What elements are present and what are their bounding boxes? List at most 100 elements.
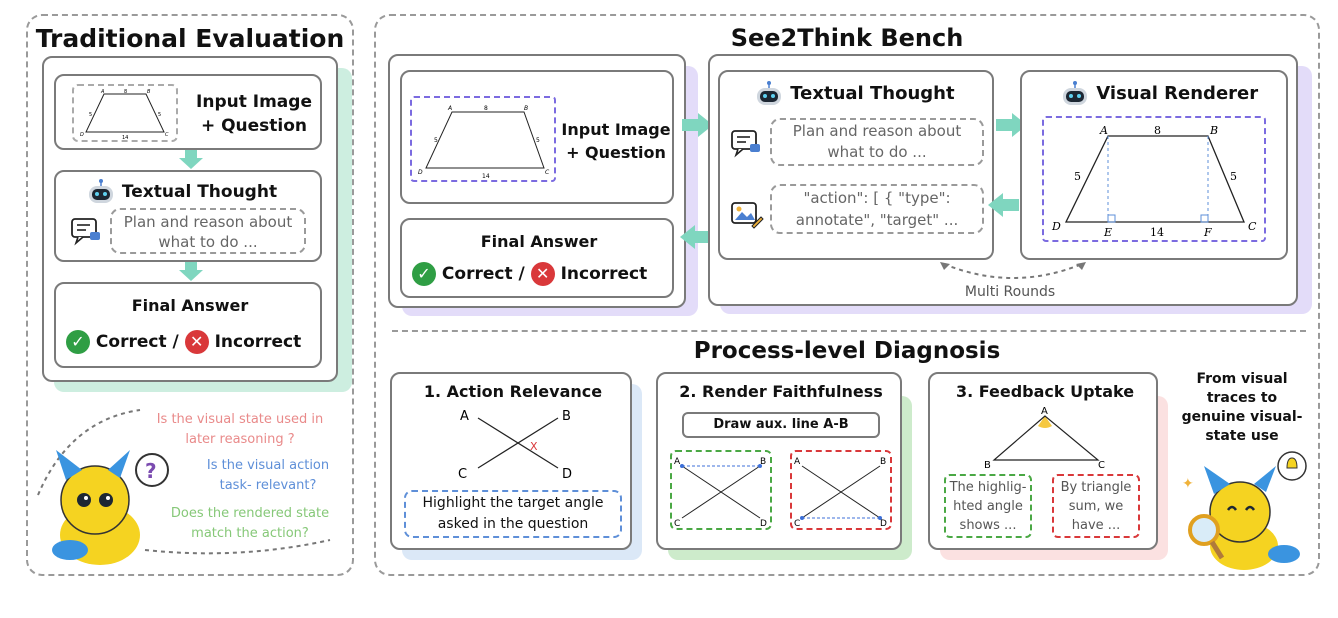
left-question-3: Does the rendered state match the action… bbox=[150, 504, 350, 544]
render-correct-diagram: A B C D bbox=[674, 457, 767, 528]
relevance-label-b: B bbox=[562, 409, 571, 424]
bench-plan-box: Plan and reason about what to do ... bbox=[770, 118, 984, 166]
left-input-label: Input Image + Question bbox=[186, 90, 322, 138]
render-ok-label-c: C bbox=[674, 519, 680, 528]
left-plan-line1: Plan and reason about bbox=[123, 213, 293, 231]
left-input-line1: Input Image bbox=[196, 92, 312, 112]
feedback-good-line3: shows ... bbox=[959, 518, 1017, 533]
question-3-line2: match the action? bbox=[191, 526, 309, 541]
side-caption-line1: From visual bbox=[1196, 371, 1288, 387]
bench-input-label: Input Image + Question bbox=[558, 118, 674, 164]
render-wrong-example: A B C D bbox=[790, 450, 892, 530]
bench-thumb-d: D bbox=[418, 169, 423, 176]
render-label-e: E bbox=[1103, 226, 1112, 239]
bench-incorrect-label: Incorrect bbox=[560, 264, 648, 284]
question-2-line2: task- relevant? bbox=[219, 478, 317, 493]
fox-mascot-magnifier-icon: ✦ bbox=[1182, 451, 1307, 570]
check-icon: ✓ bbox=[412, 262, 436, 286]
render-label-right: 5 bbox=[1230, 170, 1237, 183]
relevance-instruction-box: Highlight the target angle asked in the … bbox=[404, 490, 622, 538]
render-label-a: A bbox=[1099, 124, 1108, 137]
left-down-arrow-2 bbox=[179, 262, 203, 281]
bench-correct-label: Correct / bbox=[441, 264, 525, 284]
bench-thumb-c: C bbox=[545, 169, 550, 176]
bench-plan-line1: Plan and reason about bbox=[792, 122, 962, 140]
render-instruction-box: Draw aux. line A-B bbox=[682, 412, 880, 438]
question-3-line1: Does the rendered state bbox=[170, 506, 330, 521]
image-edit-icon bbox=[731, 202, 764, 229]
bench-action-line1: "action": [ { "type": bbox=[803, 189, 951, 207]
render-label-top: 8 bbox=[1154, 124, 1161, 137]
bench-thumb-top: 8 bbox=[484, 105, 488, 112]
multi-rounds-label: Multi Rounds bbox=[964, 284, 1056, 300]
side-caption-line3: genuine visual- bbox=[1181, 409, 1303, 425]
feedback-good-line2: hted angle bbox=[953, 499, 1023, 514]
relevance-label-d: D bbox=[562, 467, 572, 482]
question-1-line1: Is the visual state used in bbox=[156, 412, 324, 427]
relevance-instruction-line1: Highlight the target angle bbox=[422, 495, 604, 511]
bench-action-box: "action": [ { "type": annotate", "target… bbox=[770, 184, 984, 234]
render-label-c: C bbox=[1248, 220, 1257, 233]
render-ok-label-d: D bbox=[760, 519, 767, 528]
traditional-evaluation-panel bbox=[26, 14, 354, 576]
left-thought-card: Textual Thought Plan and reason about wh… bbox=[54, 170, 322, 262]
feedback-bad-line1: By triangle bbox=[1060, 480, 1132, 495]
cross-icon: ✕ bbox=[184, 330, 209, 354]
dashed-trail bbox=[144, 539, 331, 555]
left-input-line2: + Question bbox=[200, 116, 308, 136]
side-caption-line2: traces to bbox=[1206, 390, 1278, 406]
rendered-trapezoid-diagram: A B C D E F 8 5 5 14 bbox=[1051, 124, 1257, 239]
render-label-left: 5 bbox=[1074, 170, 1081, 183]
robot-icon bbox=[757, 81, 781, 105]
thumb-label-b: B bbox=[147, 89, 151, 95]
thumb-label-left: 5 bbox=[89, 112, 92, 118]
question-1-line2: later reasoning ? bbox=[185, 432, 295, 447]
thumb-label-top: 8 bbox=[124, 89, 127, 95]
multi-rounds-curve bbox=[940, 262, 1086, 279]
right-arrow-to-thought bbox=[682, 113, 713, 137]
left-question-2: Is the visual action task- relevant? bbox=[168, 456, 368, 496]
feedback-bad-box: By triangle sum, we have ... bbox=[1052, 474, 1140, 538]
render-correct-example: A B C D bbox=[670, 450, 772, 530]
chat-bubble-icon bbox=[71, 218, 100, 246]
robot-icon bbox=[89, 179, 113, 203]
feedback-bad-line2: sum, we bbox=[1068, 499, 1124, 514]
bench-thought-card: Textual Thought Plan and reason about wh… bbox=[718, 70, 994, 260]
left-result-row: ✓ Correct / ✕ Incorrect bbox=[66, 330, 322, 354]
render-label-b: B bbox=[1209, 124, 1218, 137]
bench-action-line2: annotate", "target" ... bbox=[795, 211, 959, 229]
left-plan-line2: what to do ... bbox=[158, 233, 258, 251]
left-trapezoid-thumb: A B C D 8 5 5 14 bbox=[72, 84, 178, 142]
right-arrow-to-renderer bbox=[996, 113, 1027, 137]
traditional-evaluation-title: Traditional Evaluation bbox=[35, 24, 345, 53]
see2think-panel bbox=[374, 14, 1320, 576]
robot-icon bbox=[1063, 81, 1087, 105]
render-label-d: D bbox=[1051, 220, 1061, 233]
feedback-uptake-card: 3. Feedback Uptake A B C The highlig- ht… bbox=[928, 372, 1158, 550]
see2think-title: See2Think Bench bbox=[730, 24, 964, 52]
thumb-label-bottom: 14 bbox=[122, 135, 128, 140]
render-ok-label-a: A bbox=[674, 457, 681, 467]
render-bad-label-a: A bbox=[794, 457, 801, 467]
render-label-bottom: 14 bbox=[1150, 226, 1164, 239]
bench-thumb-b: B bbox=[524, 105, 528, 112]
bench-trapezoid-diagram: A B C D 8 5 5 14 bbox=[418, 105, 550, 180]
side-caption-line4: state use bbox=[1205, 428, 1279, 444]
svg-text:?: ? bbox=[145, 459, 157, 483]
thumb-label-right: 5 bbox=[158, 112, 161, 118]
left-down-arrow-1 bbox=[179, 150, 203, 169]
relevance-label-a: A bbox=[460, 409, 469, 424]
bench-final-card: Final Answer ✓ Correct / ✕ Incorrect bbox=[400, 218, 674, 298]
relevance-label-c: C bbox=[458, 467, 467, 482]
left-thought-title: Textual Thought bbox=[121, 182, 278, 202]
render-ok-label-b: B bbox=[760, 457, 766, 467]
bench-trapezoid-thumb: A B C D 8 5 5 14 bbox=[410, 96, 556, 182]
render-bad-label-b: B bbox=[880, 457, 886, 467]
bench-thumb-left: 5 bbox=[434, 137, 438, 144]
rendered-trapezoid-frame: A B C D E F 8 5 5 14 bbox=[1042, 116, 1266, 242]
check-icon: ✓ bbox=[66, 330, 90, 354]
thumb-label-c: C bbox=[165, 132, 169, 138]
section-divider bbox=[392, 330, 1306, 332]
fox-mascot-thinking-icon: ? bbox=[37, 409, 169, 565]
render-label-f: F bbox=[1203, 226, 1212, 239]
